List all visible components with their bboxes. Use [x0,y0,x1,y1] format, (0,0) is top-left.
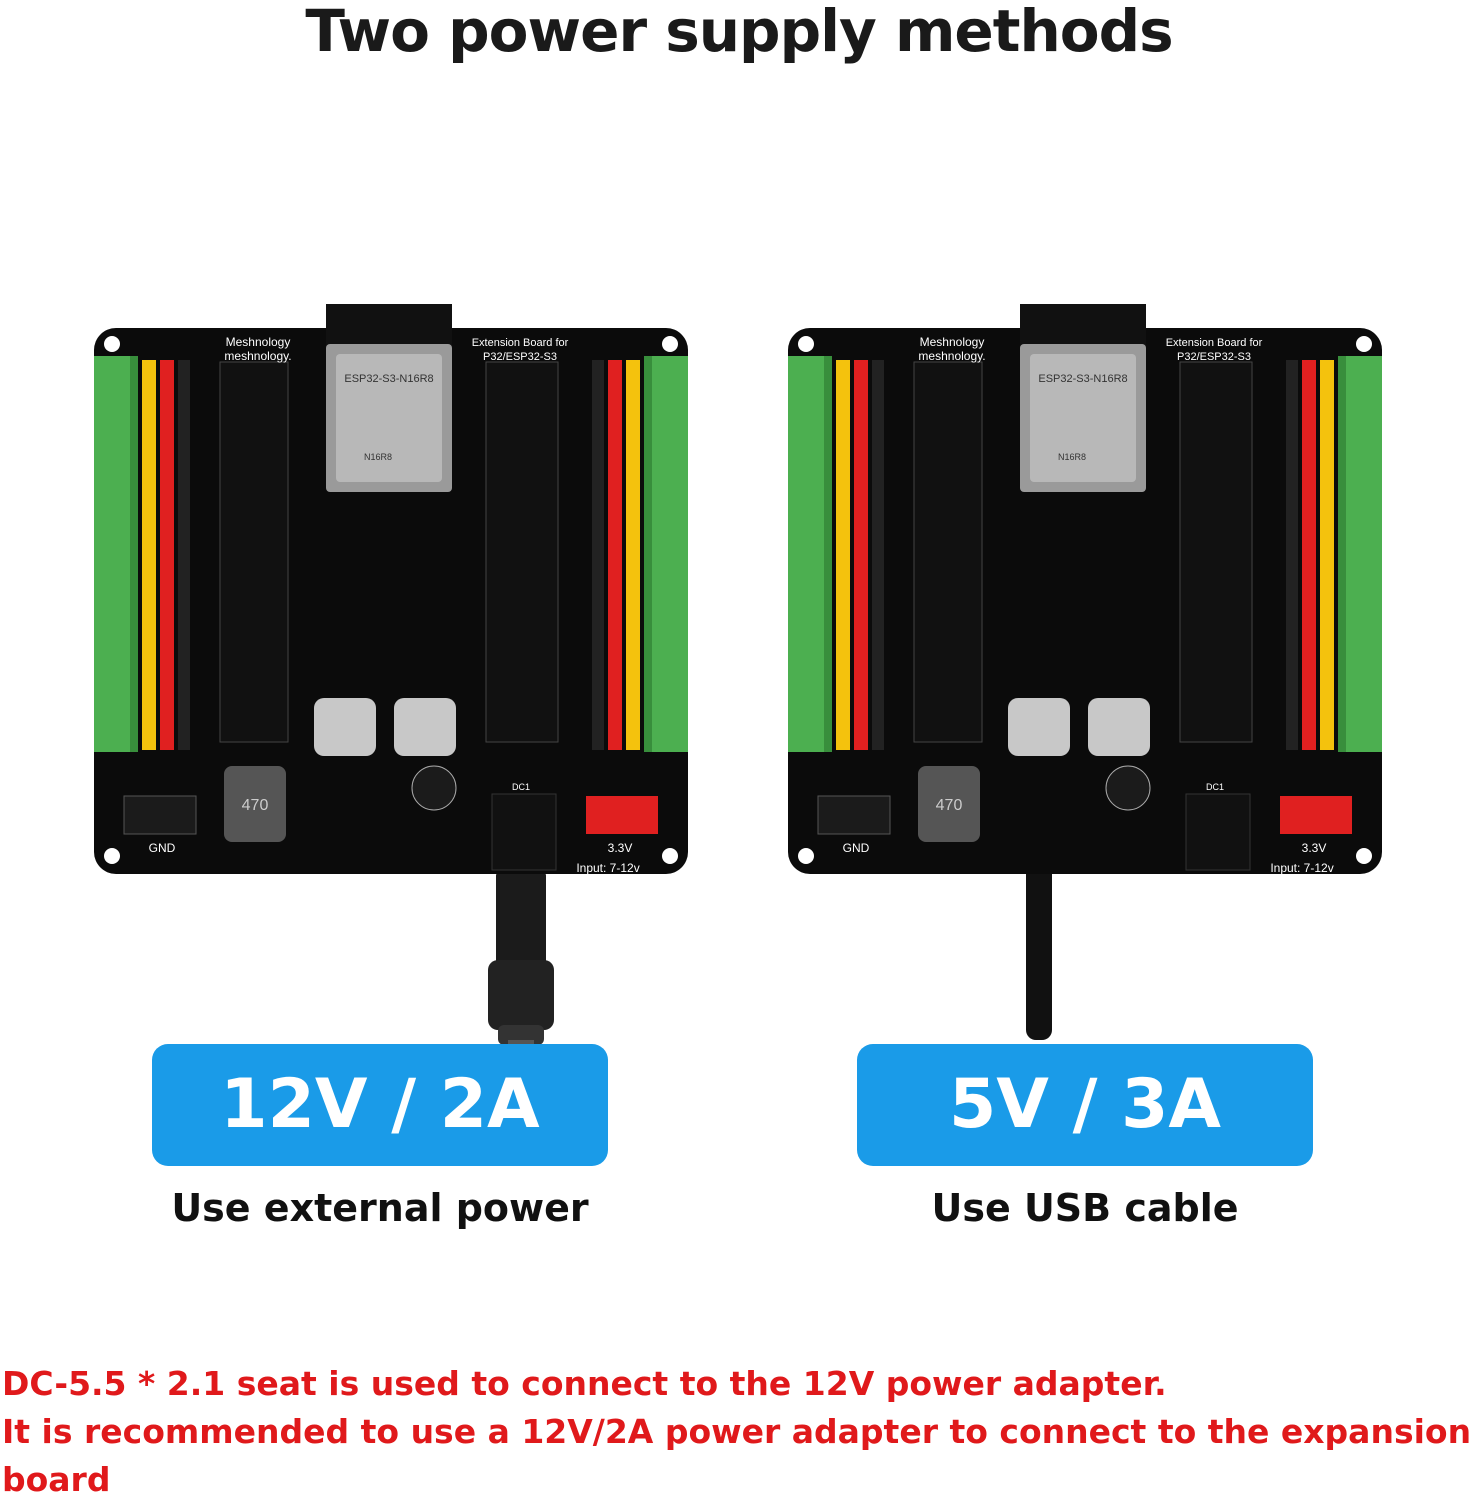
screw-terminals-right [644,356,688,752]
capacitor [411,765,457,811]
module-sub-label: N16R8 [364,452,392,462]
spec-badge-usb: 5V / 3A [857,1044,1313,1166]
module-label: ESP32-S3-N16R8 [1038,373,1127,385]
inductor [224,766,286,842]
power-note: DC-5.5 * 2.1 seat is used to connect to … [2,1360,1476,1504]
board-illustration: ESP32-S3-N16R8 N16R8 Meshnology meshnolo… [788,304,1382,1040]
gnd-header [817,795,891,835]
input-label: Input: 7-12v [576,861,639,875]
dc-label: DC1 [512,782,530,792]
inductor [918,766,980,842]
caption-usb-cable: Use USB cable [931,1186,1239,1230]
v33-label: 3.3V [1302,841,1327,855]
dc-label: DC1 [1206,782,1224,792]
caption-external-power: Use external power [171,1186,589,1230]
power-header [1280,796,1352,834]
usb-c-port-1 [314,698,376,756]
board-title-1: Extension Board for [472,337,569,349]
usb-c-port-1 [1008,698,1070,756]
gnd-header [123,795,197,835]
page-title: Two power supply methods [305,0,1173,65]
expansion-board-external-power: ESP32-S3-N16R8 N16R8 Meshnology meshnolo… [88,300,698,1060]
header-rows-right [592,360,640,750]
power-header [586,796,658,834]
v33-label: 3.3V [608,841,633,855]
input-label: Input: 7-12v [1270,861,1333,875]
inductor-label: 470 [936,797,963,814]
board-title-1: Extension Board for [1166,337,1263,349]
dc-power-cable [488,870,554,1045]
header-rows-left [836,360,884,750]
board-title-2: P32/ESP32-S3 [483,351,557,363]
spec-badge-external: 12V / 2A [152,1044,608,1166]
board-title-2: P32/ESP32-S3 [1177,351,1251,363]
dc-jack [491,793,557,871]
screw-terminals-left [788,356,832,752]
brand-label: Meshnology [920,335,985,349]
screw-terminals-right [1338,356,1382,752]
usb-c-port-2 [394,698,456,756]
board-illustration: ESP32-S3-N16R8 N16R8 Meshnology meshnolo… [94,304,688,1045]
brand-label: Meshnology [226,335,291,349]
site-label: meshnology. [224,349,291,363]
site-label: meshnology. [918,349,985,363]
expansion-board-usb-power: ESP32-S3-N16R8 N16R8 Meshnology meshnolo… [782,300,1392,1060]
header-rows-left [142,360,190,750]
header-rows-right [1286,360,1334,750]
gnd-label: GND [843,841,870,855]
screw-terminals-left [94,356,138,752]
module-label: ESP32-S3-N16R8 [344,373,433,385]
inductor-label: 470 [242,797,269,814]
module-sub-label: N16R8 [1058,452,1086,462]
note-line-1: DC-5.5 * 2.1 seat is used to connect to … [2,1364,1167,1403]
dc-jack [1185,793,1251,871]
note-line-2: It is recommended to use a 12V/2A power … [2,1412,1472,1499]
capacitor [1105,765,1151,811]
usb-c-port-2 [1088,698,1150,756]
gnd-label: GND [149,841,176,855]
